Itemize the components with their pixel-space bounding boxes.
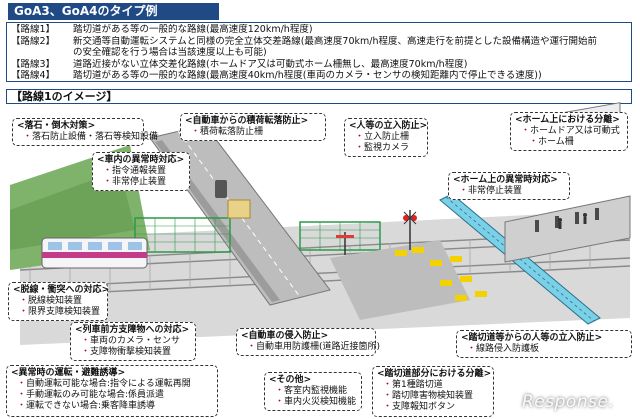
callout-emergency: 異常時の運転・避難誘導 自動運転可能な場合:指令による運転再開 手動運転のみ可能… [6,365,218,417]
callout-item: ホームドア又は可動式 [515,126,623,137]
callout-item: 落石防止設備・落石等検知設備 [17,132,158,143]
callout-obstacle: 列車前方支障物への対応 車両のカメラ・センサ 支障物衝撃検知装置 [70,322,196,361]
callout-title: ホーム上における分離 [515,115,623,126]
callout-title: 落石・倒木対策 [17,121,139,132]
callout-item: 限界支障検知装置 [13,307,103,318]
callout-item: 車内火災検知機能 [269,397,357,408]
callout-title: 人等の立入防止 [349,121,423,132]
callout-item: 踏切障害物検知装置 [377,391,489,402]
callout-title: 踏切道等からの人等の立入防止 [461,333,627,344]
callout-derail: 脱線・衝突への対応 脱線検知装置 限界支障検知装置 [8,282,108,321]
route-2: 【路線2】新交通等自動運転システムと同様の完全立体交差路線(最高速度70km/h… [11,35,597,47]
car-on-bridge [215,180,227,198]
callout-title: 脱線・衝突への対応 [13,285,103,296]
callout-item: 車両のカメラ・センサ [75,336,191,347]
callout-item: 運転できない場合:乗客降車誘導 [11,401,213,412]
page-header: GoA3、GoA4のタイプ例 [8,3,219,20]
callout-title: その他 [269,375,357,386]
callout-item: 自動車用防護柵(道路近接箇所) [241,342,380,353]
callout-item: ホーム柵 [515,137,623,148]
route-2-cont: の安全確認を行う場合は当該速度以上も可能) [73,47,267,59]
callout-item: 立入防止柵 [349,132,423,143]
callout-item: 積荷転落防止柵 [185,127,321,138]
crossing-yellow-blocks [395,247,487,301]
route-3: 【路線3】道路近接がない立体交差化路線(ホームドア又は可動式ホーム柵無し、最高速… [11,58,468,70]
callout-title: 異常時の運転・避難誘導 [11,368,213,379]
callout-item: 支障物衝撃検知装置 [75,347,191,358]
watermark-text: Response. [522,392,615,412]
callout-crossing-people: 踏切道等からの人等の立入防止 線路侵入防護板 [456,330,632,358]
callout-title: 踏切道部分における分離 [377,369,489,380]
crossing-signal [336,210,417,255]
callout-title: 列車前方支障物への対応 [75,325,191,336]
callout-platform-separation: ホーム上における分離 ホームドア又は可動式 ホーム柵 [510,112,628,151]
callout-item: 手動運転のみ可能な場合:係員派遣 [11,390,213,401]
callout-rockfall: 落石・倒木対策 落石防止設備・落石等検知設備 [12,118,158,146]
train [41,237,148,269]
callout-item: 第1種踏切道 [377,380,489,391]
callout-item: 非常停止装置 [453,186,565,197]
callout-platform-abnormal: ホーム上の異常時対応 非常停止装置 [448,172,570,200]
callout-item: 脱線検知装置 [13,296,103,307]
callout-car-entry: 自動車の侵入防止 自動車用防護柵(道路近接箇所) [236,328,380,356]
callout-item: 監視カメラ [349,143,423,154]
callout-title: 自動車の侵入防止 [241,331,371,342]
callout-other: その他 客室内監視機能 車内火災検知機能 [264,372,362,411]
ground-area [20,210,630,345]
callout-title: 自動車からの積荷転落防止 [185,116,321,127]
passenger-figures [558,213,587,229]
callout-item: 客室内監視機能 [269,386,357,397]
section-title: 【路線1のイメージ】 [6,89,632,104]
callout-item: 非常停止装置 [97,177,185,188]
callout-item: 支障報知ボタン [377,402,489,413]
callout-item: 指令通報装置 [97,166,185,177]
route-4: 【路線4】踏切道がある等の一般的な路線(最高速度40km/h程度(車両のカメラ・… [11,70,542,82]
route-list: 【路線1】踏切道がある等の一般的な路線(最高速度120km/h程度) 【路線2】… [6,22,632,82]
cargo-fall-fence [227,199,251,219]
callout-vehicle-abnormal: 車内の異常時対応 指令通報装置 非常停止装置 [92,152,190,191]
callout-people-entry: 人等の立入防止 立入防止柵 監視カメラ [344,118,428,157]
callout-title: ホーム上の異常時対応 [453,175,565,186]
callout-item: 線路侵入防護板 [461,344,627,355]
callout-crossing-separation: 踏切道部分における分離 第1種踏切道 踏切障害物検知装置 支障報知ボタン [372,366,494,417]
route-1: 【路線1】踏切道がある等の一般的な路線(最高速度120km/h程度) [11,24,313,35]
callout-item: 自動運転可能な場合:指令による運転再開 [11,379,213,390]
callout-title: 車内の異常時対応 [97,155,185,166]
callout-cargo-fall: 自動車からの積荷転落防止 積荷転落防止柵 [180,113,326,141]
